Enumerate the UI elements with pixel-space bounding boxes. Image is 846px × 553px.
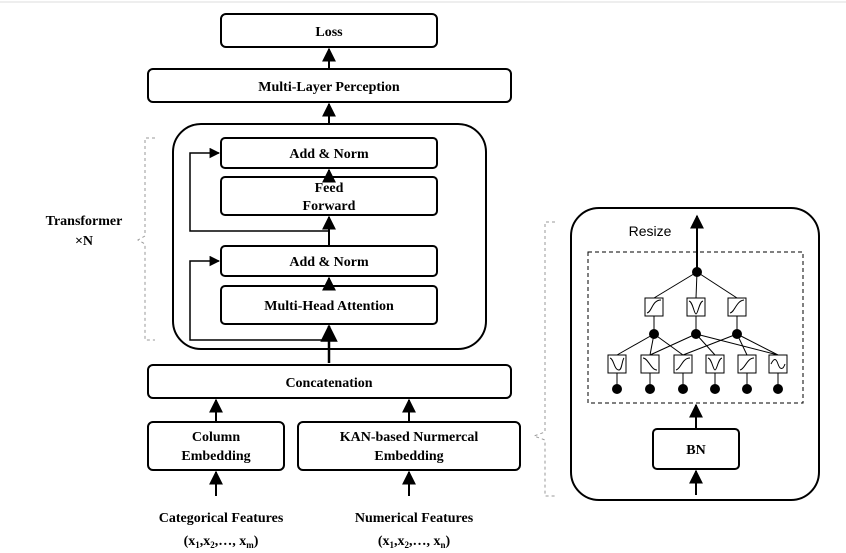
kan-function-icon	[640, 354, 660, 374]
loss-block: Loss	[220, 13, 438, 48]
mlp-block: Multi-Layer Perception	[147, 68, 512, 103]
kan-function-icon	[737, 354, 757, 374]
col-emb-line2: Embedding	[181, 449, 250, 464]
ffn-label-line1: Feed	[315, 181, 344, 196]
concatenation-label: Concatenation	[285, 376, 372, 391]
kan-node	[678, 384, 688, 394]
mha-label: Multi-Head Attention	[264, 299, 394, 314]
loss-label: Loss	[315, 25, 343, 40]
categorical-features-label: Categorical Features	[159, 511, 284, 526]
kan-function-icon	[686, 297, 706, 317]
kan-function-icon	[705, 354, 725, 374]
ffn-label-line2: Forward	[303, 199, 356, 214]
add-norm-top-block: Add & Norm	[220, 137, 438, 169]
kan-brace	[532, 221, 555, 497]
kan-node	[691, 329, 701, 339]
kan-emb-line1: KAN-based Nurmercal	[340, 430, 479, 445]
kan-embedding-block: KAN-based Nurmercal Embedding	[297, 421, 521, 471]
add-norm-top-label: Add & Norm	[289, 147, 369, 162]
kan-node	[742, 384, 752, 394]
column-embedding-block: Column Embedding	[147, 421, 285, 471]
col-emb-line1: Column	[192, 430, 240, 445]
kan-network-edges	[616, 271, 779, 389]
add-norm-bottom-block: Add & Norm	[220, 245, 438, 277]
kan-bottom-functions	[607, 354, 788, 374]
bn-label: BN	[686, 443, 705, 458]
residual-top	[189, 147, 329, 232]
kan-node	[645, 384, 655, 394]
kan-node	[773, 384, 783, 394]
kan-function-icon	[644, 297, 664, 317]
kan-node	[692, 267, 702, 277]
kan-detail-panel	[570, 207, 820, 501]
kan-function-icon	[607, 354, 627, 374]
kan-emb-line2: Embedding	[374, 449, 443, 464]
residual-bottom	[189, 255, 329, 341]
concatenation-block: Concatenation	[147, 364, 512, 399]
add-norm-bottom-label: Add & Norm	[289, 255, 369, 270]
kan-function-icon	[727, 297, 747, 317]
kan-mid-functions	[644, 297, 747, 317]
resize-label: Resize	[629, 223, 672, 239]
kan-function-icon	[673, 354, 693, 374]
kan-network-box	[587, 251, 804, 404]
kan-nodes	[612, 267, 783, 394]
feed-forward-block: Feed Forward	[220, 176, 438, 216]
kan-node	[732, 329, 742, 339]
bn-block: BN	[652, 428, 740, 470]
transformer-label-line1: Transformer	[46, 214, 123, 229]
mlp-label: Multi-Layer Perception	[258, 80, 400, 95]
kan-node	[649, 329, 659, 339]
kan-node	[612, 384, 622, 394]
numerical-features-label: Numerical Features	[355, 511, 474, 526]
kan-node	[710, 384, 720, 394]
numerical-features-vector: (x1,x2,…, xn)	[378, 534, 451, 550]
mha-block: Multi-Head Attention	[220, 285, 438, 325]
transformer-brace	[136, 137, 155, 341]
transformer-label-line2: ×N	[75, 234, 93, 249]
categorical-features-vector: (x1,x2,…, xm)	[184, 534, 259, 550]
kan-function-icon	[768, 354, 788, 374]
